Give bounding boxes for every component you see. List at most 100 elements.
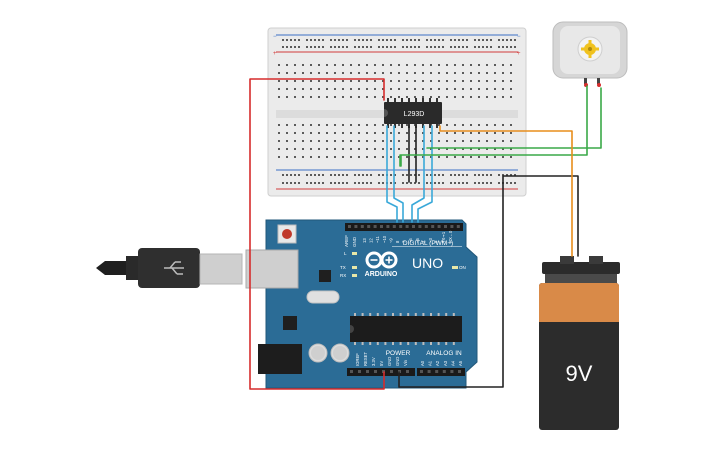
- breadboard-hole: [322, 39, 324, 41]
- breadboard-hole: [378, 182, 380, 184]
- breadboard-hole: [470, 132, 472, 134]
- pin-label: GND: [395, 357, 400, 366]
- breadboard-hole: [410, 46, 412, 48]
- pin-label: ~5: [415, 238, 420, 243]
- breadboard-hole: [318, 182, 320, 184]
- breadboard-hole: [494, 156, 496, 158]
- breadboard-hole: [294, 156, 296, 158]
- breadboard-hole: [410, 39, 412, 41]
- breadboard-hole: [458, 182, 460, 184]
- breadboard-hole: [414, 64, 416, 66]
- breadboard-hole: [398, 88, 400, 90]
- gnd-label: GND: [352, 236, 357, 247]
- arduino-brand: ARDUINO: [365, 271, 398, 278]
- breadboard-hole: [378, 39, 380, 41]
- terminal-strip-bottom[interactable]: [278, 124, 512, 158]
- pin-label: RESET: [363, 352, 368, 366]
- breadboard-hole: [498, 46, 500, 48]
- breadboard-hole: [510, 88, 512, 90]
- battery-label: 9V: [566, 361, 593, 386]
- mcu-pin: [354, 313, 356, 316]
- wire-blue-2[interactable]: [393, 125, 404, 223]
- wire-blue-3[interactable]: [411, 125, 425, 223]
- mcu-pin: [422, 313, 425, 316]
- breadboard-hole: [314, 39, 316, 41]
- breadboard-hole: [394, 182, 396, 184]
- breadboard-hole: [430, 96, 432, 98]
- breadboard-hole: [318, 96, 320, 98]
- breadboard-hole: [318, 80, 320, 82]
- breadboard-hole: [358, 140, 360, 142]
- breadboard-hole: [286, 132, 288, 134]
- breadboard-hole: [478, 80, 480, 82]
- breadboard-hole: [366, 96, 368, 98]
- breadboard-hole: [466, 46, 468, 48]
- breadboard-hole: [286, 72, 288, 74]
- breadboard-hole: [442, 174, 444, 176]
- breadboard-hole: [318, 174, 320, 176]
- breadboard-hole: [466, 174, 468, 176]
- breadboard-hole: [350, 132, 352, 134]
- terminal-strip-top[interactable]: [278, 64, 512, 98]
- breadboard-hole: [342, 39, 344, 41]
- battery-9v[interactable]: 9V: [539, 256, 620, 430]
- pin-label: 13: [362, 238, 367, 243]
- pin-label: A2: [435, 360, 440, 366]
- breadboard-hole: [402, 46, 404, 48]
- breadboard-hole: [438, 72, 440, 74]
- breadboard-hole: [354, 46, 356, 48]
- wire-blue-1[interactable]: [386, 125, 398, 223]
- breadboard-hole: [342, 96, 344, 98]
- breadboard-hole: [454, 140, 456, 142]
- breadboard-hole: [482, 182, 484, 184]
- breadboard-hole: [430, 88, 432, 90]
- mcu-pin: [369, 313, 372, 316]
- breadboard-hole: [390, 124, 392, 126]
- wire-orange[interactable]: [439, 125, 573, 257]
- dc-jack: [258, 344, 302, 374]
- l-led-label: L: [344, 251, 347, 256]
- dc-motor[interactable]: [552, 21, 628, 87]
- wire-green-1[interactable]: [399, 85, 588, 167]
- pin-label: A4: [450, 360, 455, 366]
- breadboard-hole: [350, 140, 352, 142]
- header-hole: [366, 370, 369, 373]
- breadboard-hole: [326, 124, 328, 126]
- breadboard-hole: [498, 39, 500, 41]
- breadboard-hole: [514, 174, 516, 176]
- power-rail-top[interactable]: [282, 39, 516, 48]
- breadboard-hole: [366, 124, 368, 126]
- breadboard-hole: [342, 132, 344, 134]
- breadboard-hole: [366, 72, 368, 74]
- reset-button[interactable]: [277, 224, 297, 244]
- wire-red[interactable]: [249, 78, 385, 390]
- wire-green-2[interactable]: [426, 87, 602, 149]
- wire-blue-4[interactable]: [417, 125, 433, 223]
- breadboard-hole: [470, 124, 472, 126]
- header-hole: [418, 225, 422, 228]
- breadboard-hole: [350, 148, 352, 150]
- breadboard-hole: [366, 182, 368, 184]
- breadboard-hole: [310, 46, 312, 48]
- header-hole: [386, 225, 390, 228]
- breadboard-hole: [398, 148, 400, 150]
- breadboard-hole: [330, 182, 332, 184]
- breadboard-hole: [330, 39, 332, 41]
- breadboard-hole: [294, 46, 296, 48]
- breadboard-hole: [446, 132, 448, 134]
- breadboard-hole: [446, 124, 448, 126]
- mcu-pin: [414, 313, 417, 316]
- wire-black-gnd[interactable]: [398, 175, 579, 388]
- breadboard-hole: [494, 96, 496, 98]
- breadboard-hole: [438, 80, 440, 82]
- l293d-chip[interactable]: L293D: [384, 98, 442, 128]
- breadboard-hole: [478, 88, 480, 90]
- chip-pin: [415, 98, 417, 102]
- breadboard-hole: [278, 148, 280, 150]
- breadboard-hole: [338, 182, 340, 184]
- breadboard-hole: [382, 140, 384, 142]
- breadboard-hole: [310, 156, 312, 158]
- breadboard-hole: [438, 182, 440, 184]
